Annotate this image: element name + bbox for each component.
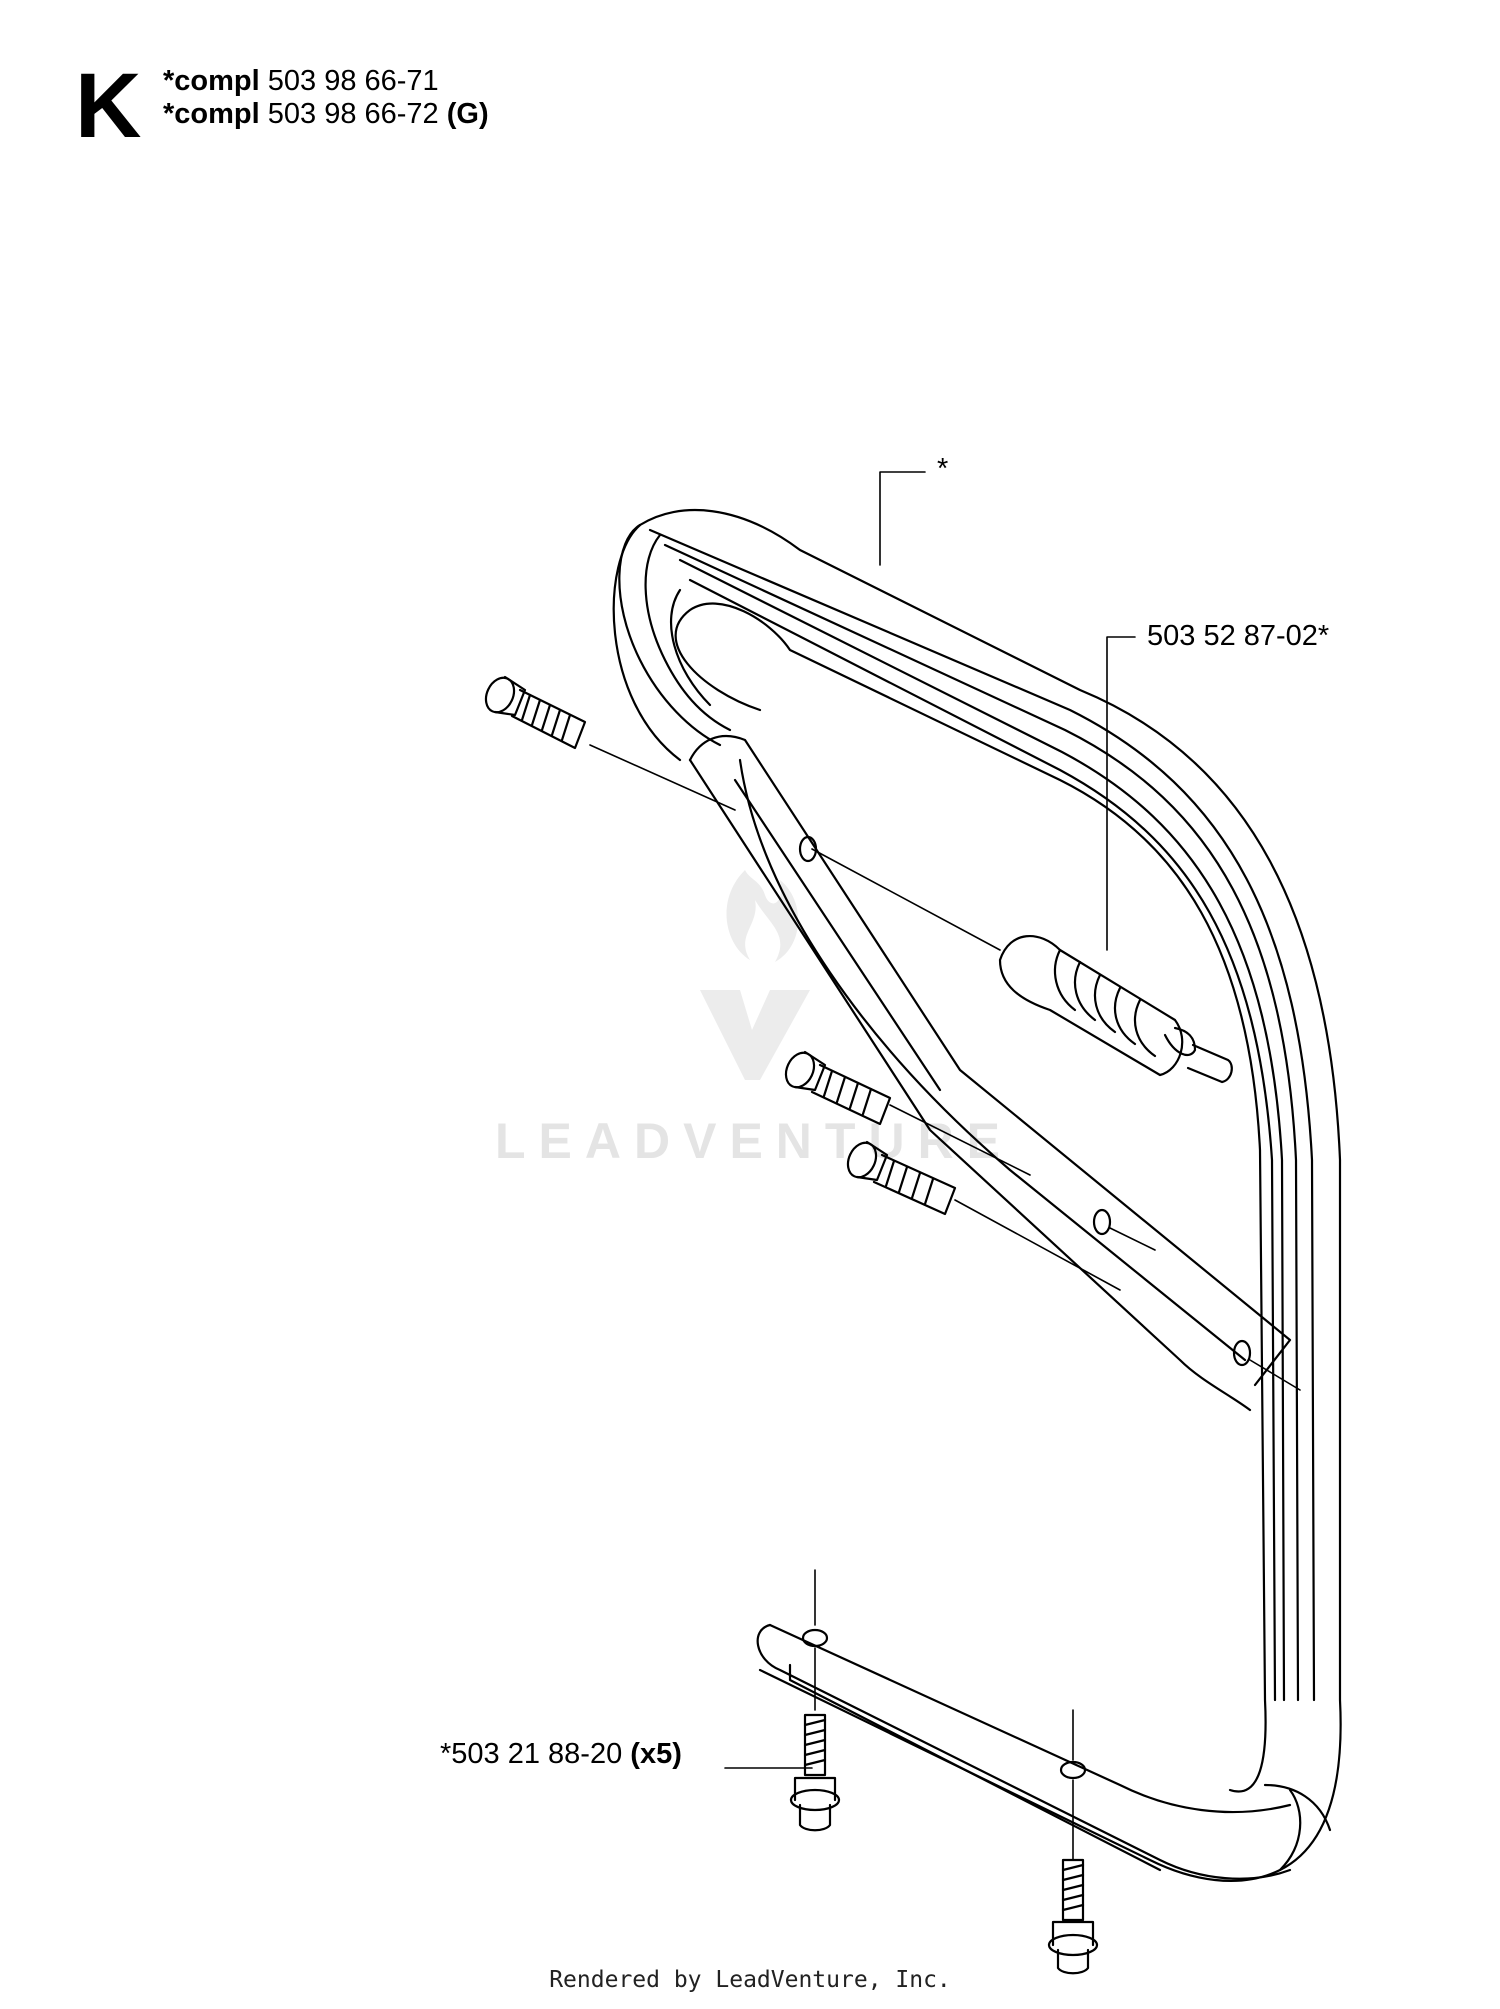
compl-part-number: 503 98 66-71 bbox=[267, 65, 439, 97]
handle-inner-contour bbox=[674, 602, 1267, 1793]
callout-grommet: 503 52 87-02* bbox=[1147, 620, 1330, 652]
compl-prefix: *compl bbox=[163, 65, 260, 97]
screw-bottom-1 bbox=[789, 1713, 841, 1832]
rubber-buffer bbox=[998, 935, 1233, 1084]
callout-screw-number: *503 21 88-20 bbox=[440, 1738, 623, 1770]
screw-bottom-2 bbox=[1047, 1858, 1099, 1975]
compl-prefix: *compl bbox=[163, 98, 260, 130]
compl-suffix: (G) bbox=[446, 98, 489, 130]
compl-part-number: 503 98 66-72 bbox=[267, 98, 439, 130]
callout-screw-qty: (x5) bbox=[630, 1738, 682, 1770]
screw-middle-1 bbox=[784, 1050, 892, 1126]
leader-lines bbox=[589, 471, 1301, 1861]
compl-line-1: *compl 503 98 66-71 bbox=[163, 65, 439, 98]
watermark-text: LEADVENTURE bbox=[495, 1113, 1014, 1169]
section-letter: K bbox=[75, 55, 142, 157]
compl-line-2: *compl 503 98 66-72 (G) bbox=[163, 98, 489, 131]
callout-screw: *503 21 88-20 (x5) bbox=[440, 1740, 682, 1769]
callout-handle: * bbox=[937, 453, 949, 485]
lower-bracket bbox=[756, 1623, 1292, 1880]
screw-top bbox=[484, 675, 587, 750]
diagonal-strut bbox=[688, 735, 1292, 1412]
handle-outer-contour bbox=[612, 509, 1342, 1882]
front-handle bbox=[612, 509, 1342, 1882]
screw-middle-2 bbox=[846, 1140, 957, 1216]
footer-credit: Rendered by LeadVenture, Inc. bbox=[549, 1967, 951, 1993]
